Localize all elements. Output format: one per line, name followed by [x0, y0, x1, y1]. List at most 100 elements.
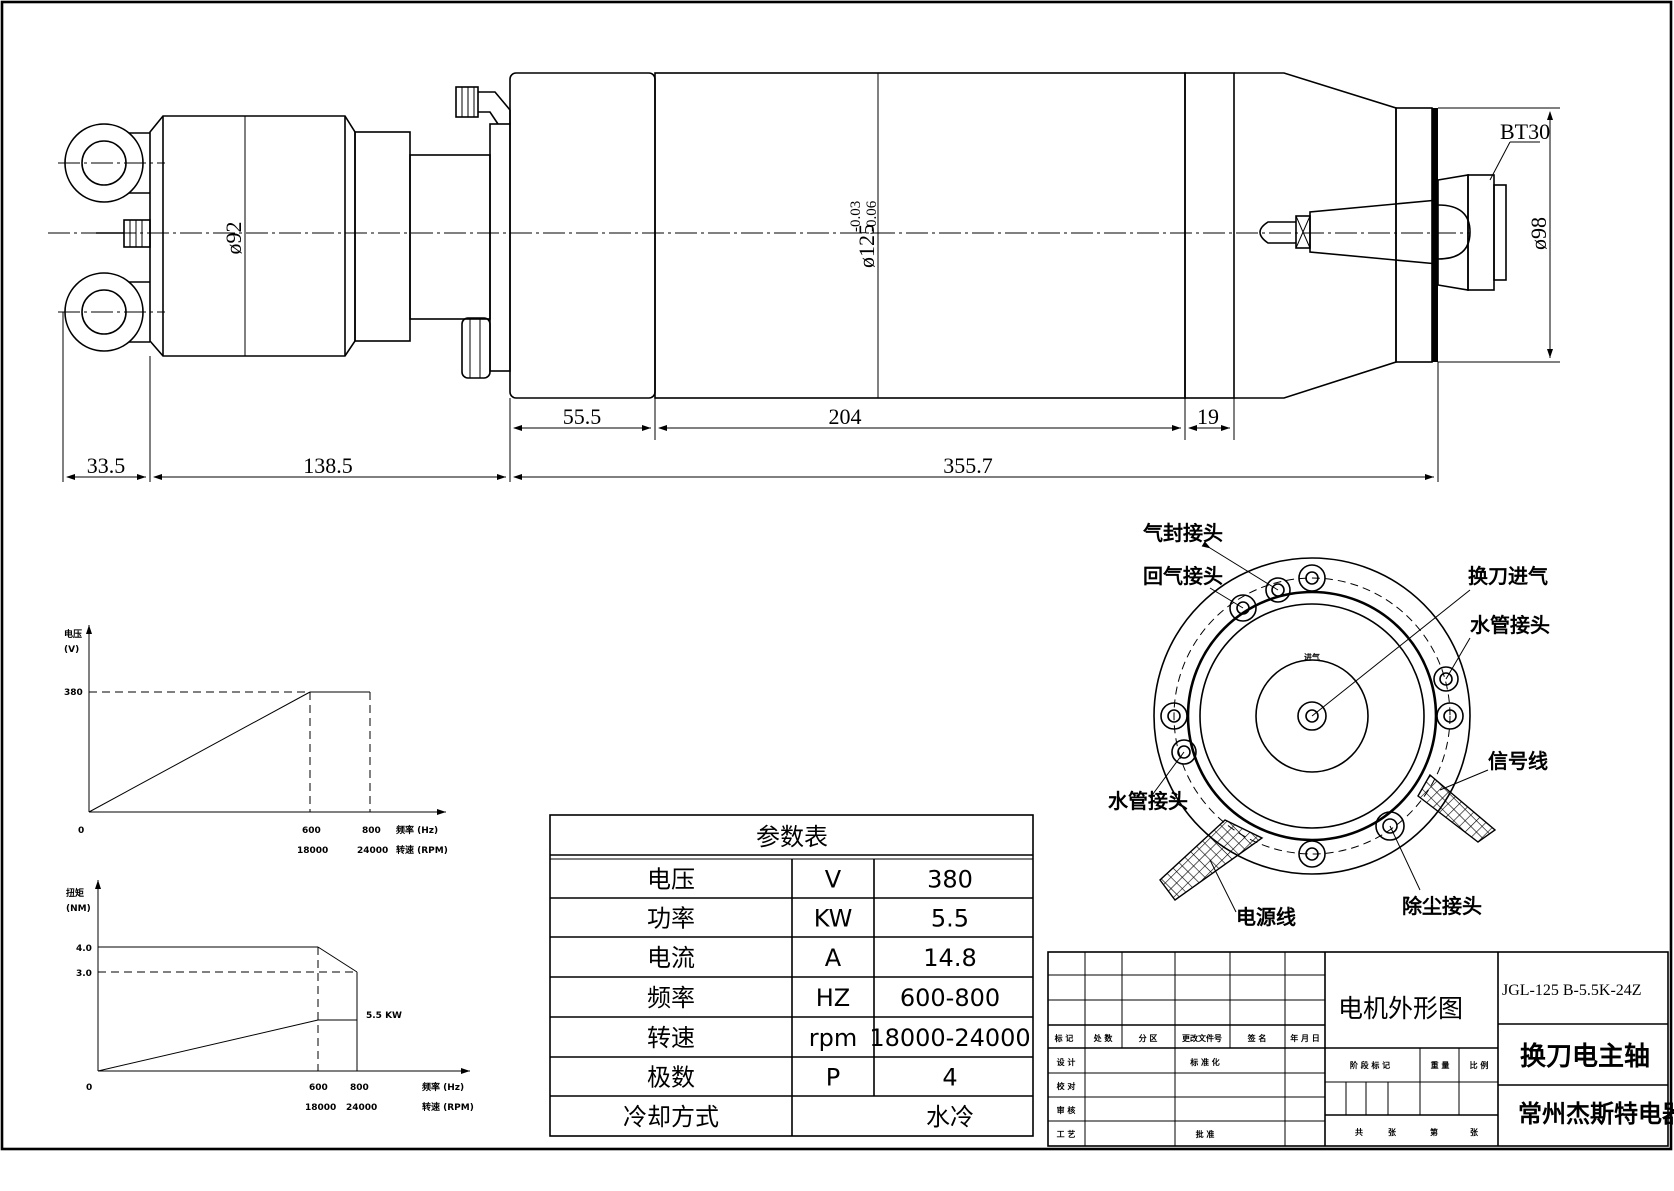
tb-sign: 签 名 [1247, 1033, 1267, 1043]
lifting-eye-top [58, 123, 165, 203]
table-cell-unit: V [825, 866, 842, 894]
nose-flange [1395, 107, 1433, 363]
label-return-air: 回气接头 [1143, 564, 1223, 588]
tchart-ytick-4: 4.0 [76, 944, 92, 954]
tchart-xtick-600: 600 [309, 1083, 328, 1093]
tchart-xtick-800: 800 [350, 1083, 369, 1093]
rear-housing [149, 115, 356, 357]
tchart-origin: 0 [86, 1083, 92, 1093]
torque-frequency-chart: 扭矩 (NM) 4.0 3.0 5.5 KW 0 600 800 18000 2… [66, 880, 474, 1113]
company-name: 常州杰斯特电器 [1518, 1100, 1674, 1128]
tb-sheets: 张 [1388, 1128, 1397, 1137]
nose-face [1432, 108, 1438, 362]
end-flange-outer [1153, 557, 1471, 875]
vchart-xtick-600: 600 [302, 826, 321, 836]
bottom-fitting [461, 317, 491, 379]
rear-shaft [409, 154, 491, 320]
end-body [1186, 590, 1438, 842]
lifting-eye-bottom [58, 272, 165, 352]
vchart-rpm-24000: 24000 [357, 846, 388, 856]
product-name: 换刀电主轴 [1520, 1042, 1650, 1072]
bt30-tool-holder [1259, 174, 1507, 291]
rear-flange [489, 123, 511, 372]
label-dust: 除尘接头 [1402, 894, 1482, 918]
main-body-front-ring [1184, 72, 1235, 399]
label-water-left: 水管接头 [1108, 789, 1188, 813]
vchart-origin: 0 [78, 826, 84, 836]
dim-33-5: 33.5 [87, 453, 126, 478]
spindle-side-view: ø92 ø125 -0.03 -0.06 ø98 BT30 55.5 204 1… [48, 72, 1560, 482]
tb-count: 处 数 [1093, 1033, 1114, 1043]
table-cell-value: 4 [942, 1064, 957, 1092]
table-cell-name: 转速 [647, 1024, 695, 1052]
voltage-ramp [88, 691, 311, 813]
vchart-ytick-380: 380 [64, 688, 83, 698]
table-title: 参数表 [756, 823, 828, 851]
tchart-ylabel: 扭矩 [66, 887, 84, 899]
table-cell-name: 冷却方式 [623, 1103, 719, 1131]
tb-scale: 比 例 [1470, 1060, 1489, 1070]
tb-standardize: 标 准 化 [1189, 1057, 1220, 1067]
table-cell-value: 5.5 [931, 905, 969, 933]
table-cell-value: 水冷 [926, 1103, 974, 1131]
dim-d125-upper: -0.03 [848, 201, 864, 232]
table-cell-name: 电流 [647, 944, 695, 972]
dim-d125-lower: -0.06 [864, 200, 880, 232]
top-air-fitting [455, 86, 511, 125]
dim-d98: ø98 [1526, 217, 1551, 250]
spindle-end-view: 进气 气封接头 回气接头 换刀进气 水管接头 信号线 水管接头 电源线 除尘接头 [1108, 521, 1550, 929]
end-bolts [1160, 564, 1464, 868]
tb-sheet-no: 第 [1430, 1127, 1438, 1137]
table-cell-value: 380 [927, 866, 973, 894]
table-cell-value: 600-800 [900, 984, 1000, 1012]
tb-weight: 重 量 [1431, 1060, 1450, 1070]
table-cell-name: 极数 [647, 1064, 695, 1092]
tb-check: 校 对 [1057, 1081, 1076, 1091]
vchart-xtick-800: 800 [362, 826, 381, 836]
sheet-border [0, 0, 1673, 1151]
tchart-power-label: 5.5 KW [366, 1011, 402, 1021]
end-hub [1255, 659, 1369, 773]
voltage-frequency-chart: 电压 (V) 380 0 600 800 18000 24000 频率 (Hz)… [64, 625, 448, 856]
main-body [654, 72, 1186, 399]
label-water-top: 水管接头 [1470, 613, 1550, 637]
vchart-ylabel: 电压 [64, 628, 82, 640]
tb-review: 审 核 [1057, 1105, 1076, 1115]
table-cell-unit: rpm [809, 1024, 857, 1052]
rear-nipple [96, 219, 151, 248]
vchart-yunit: (V) [64, 645, 79, 655]
table-cell-unit: KW [814, 905, 853, 933]
model-number: JGL-125 B-5.5K-24Z [1502, 982, 1642, 999]
inlet-label: 进气 [1304, 652, 1320, 662]
power-ramp [97, 1019, 319, 1072]
tchart-yunit: (NM) [66, 904, 91, 914]
rear-neck [354, 131, 411, 342]
tb-sheet-suffix: 张 [1470, 1128, 1479, 1137]
title-block: 标 记 处 数 分 区 更改文件号 签 名 年 月 日 设 计 标 准 化 校 … [1047, 951, 1674, 1147]
nose-cone [1234, 72, 1397, 399]
label-bt30: BT30 [1500, 119, 1550, 144]
dim-204: 204 [829, 404, 862, 429]
table-cell-unit: HZ [816, 984, 851, 1012]
dim-d125: ø125 [854, 224, 879, 268]
tb-process: 工 艺 [1057, 1129, 1076, 1139]
tb-approve: 批 准 [1196, 1129, 1215, 1139]
dim-55-5: 55.5 [563, 404, 602, 429]
label-signal: 信号线 [1488, 749, 1548, 773]
table-cell-unit: A [825, 944, 842, 972]
table-cell-value: 18000-24000 [869, 1024, 1030, 1052]
table-cell-name: 电压 [647, 866, 695, 894]
tb-zone: 分 区 [1139, 1033, 1158, 1043]
power-cable [1159, 819, 1264, 901]
parameter-table: 参数表 电压 V 380 功率 KW 5.5 电流 A 14.8 频率 HZ 600-800 转速 rpm… [549, 814, 1034, 1137]
label-air-seal: 气封接头 [1142, 521, 1223, 545]
table-cell-value: 14.8 [923, 944, 976, 972]
tb-design: 设 计 [1057, 1057, 1076, 1067]
dim-138-5: 138.5 [303, 453, 353, 478]
dim-d92: ø92 [221, 222, 246, 255]
table-cell-name: 功率 [647, 905, 695, 933]
table-cell-name: 频率 [647, 984, 695, 1012]
tchart-xlabel-rpm: 转速 (RPM) [422, 1101, 474, 1113]
tb-change-doc: 更改文件号 [1182, 1033, 1222, 1043]
